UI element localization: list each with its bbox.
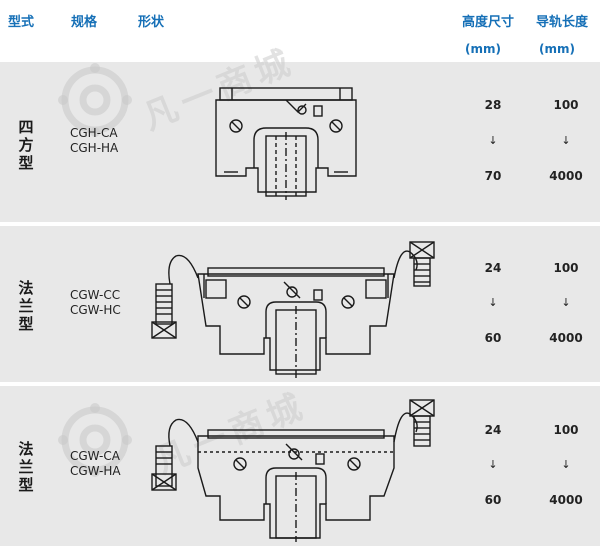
height-arrow: ↓ xyxy=(488,296,498,309)
row-type: 法兰型 xyxy=(18,440,34,494)
header-spec: 规格 xyxy=(71,15,98,30)
table-row xyxy=(0,226,600,382)
rail-to: 4000 xyxy=(549,493,583,507)
height-from: 24 xyxy=(484,423,502,437)
rail-to: 4000 xyxy=(549,169,583,183)
height-arrow: ↓ xyxy=(488,458,498,471)
header-height: 高度尺寸 xyxy=(462,15,515,30)
rail-arrow: ↓ xyxy=(561,296,571,309)
row-divider xyxy=(0,222,600,226)
header-rail-unit: (mm) xyxy=(539,42,575,56)
rail-from: 100 xyxy=(553,423,579,437)
rail-arrow: ↓ xyxy=(561,134,571,147)
row-type: 四方型 xyxy=(18,118,34,172)
header-rail: 导轨长度 xyxy=(536,15,589,30)
height-to: 60 xyxy=(484,493,502,507)
rail-arrow: ↓ xyxy=(561,458,571,471)
height-from: 28 xyxy=(484,98,502,112)
height-to: 70 xyxy=(484,169,502,183)
height-from: 24 xyxy=(484,261,502,275)
row-type: 法兰型 xyxy=(18,279,34,333)
flange-block-top-mount-drawing xyxy=(151,399,435,542)
square-block-drawing xyxy=(215,87,357,200)
header-shape: 形状 xyxy=(138,15,165,30)
flange-block-drawing xyxy=(151,241,435,378)
height-to: 60 xyxy=(484,331,502,345)
rail-from: 100 xyxy=(553,98,579,112)
rail-from: 100 xyxy=(553,261,579,275)
height-arrow: ↓ xyxy=(488,134,498,147)
rail-to: 4000 xyxy=(549,331,583,345)
header-type: 型式 xyxy=(8,15,35,30)
row-divider xyxy=(0,382,600,386)
table-header: 型式 规格 形状 高度尺寸 (mm) 导轨长度 (mm) xyxy=(0,0,600,62)
header-height-unit: (mm) xyxy=(465,42,501,56)
